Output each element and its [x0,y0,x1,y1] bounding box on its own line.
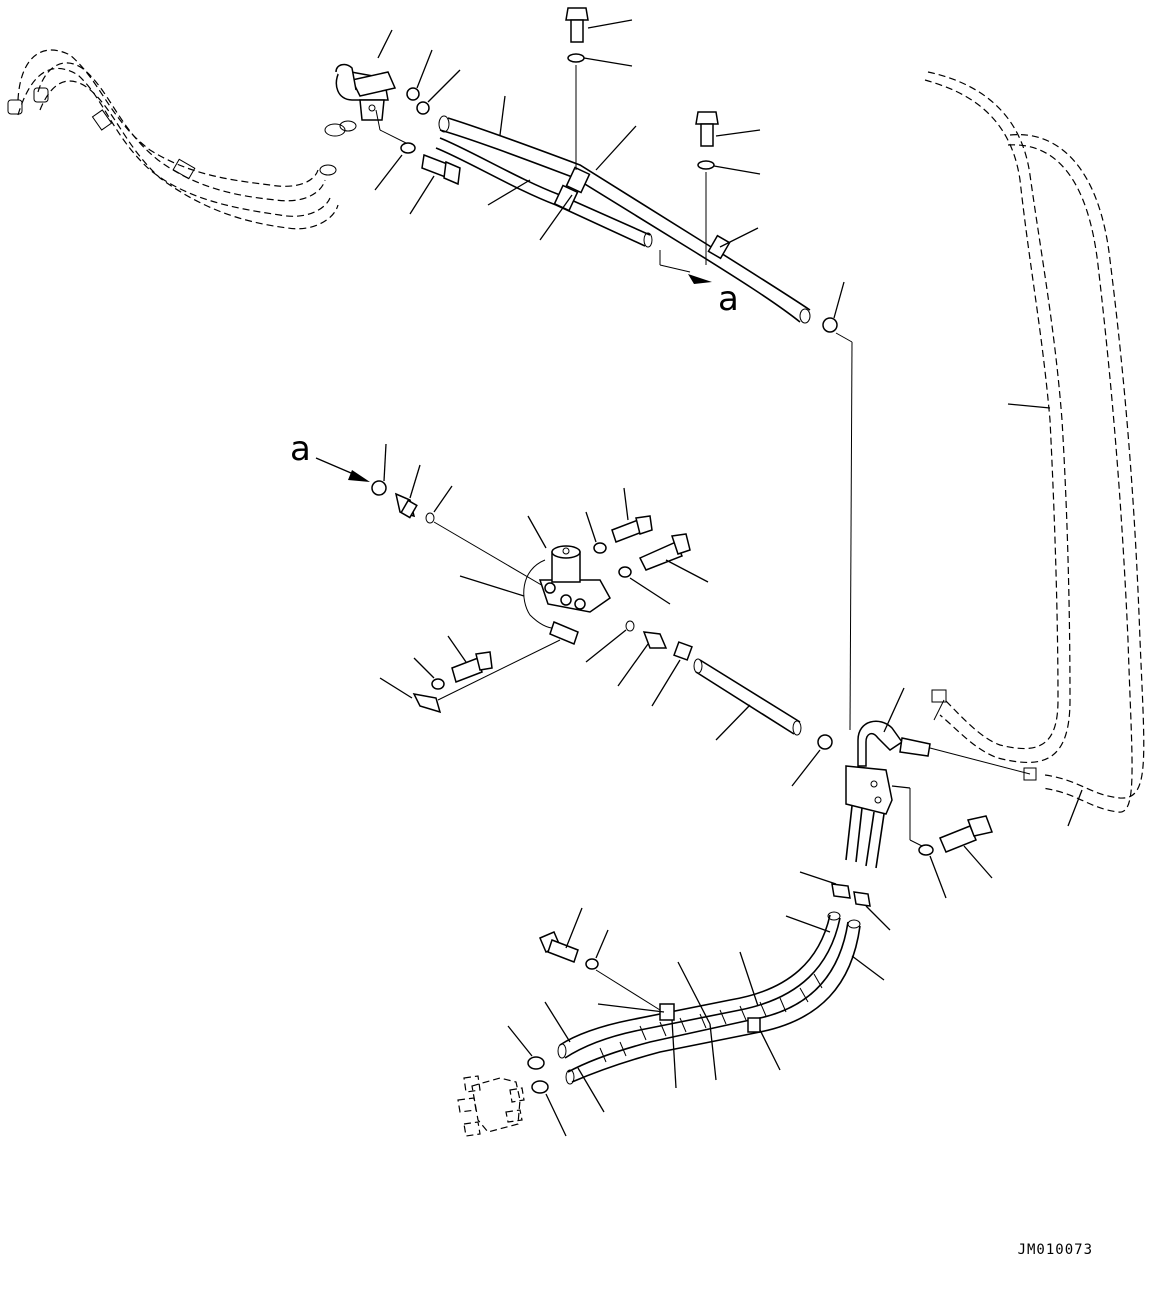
washer-bolt-lower-right [918,815,994,899]
clamp-pair-lower-left [507,1025,567,1137]
lower-hose-pair [544,911,885,1113]
clamp-pair-lower-right [799,871,891,931]
elbow-bracket-upper [335,29,411,146]
bolt-washer-upper-right [695,111,761,265]
washer-bolt-upper-left [374,142,461,215]
upper-hose-pair [435,95,811,324]
hose-clamp-upper [406,49,461,115]
valve-block-right [791,687,1031,869]
washer-bolt-center-left-lower [379,635,493,714]
view-marker-center: a [290,429,311,469]
washer-bolt-lower-left [539,907,661,1011]
phantom-valve-block-lower-left [457,1075,525,1137]
phantom-hose-upper-left [7,49,357,230]
solenoid-valve [437,515,611,701]
view-marker-upper: a [718,279,739,319]
washer-bolt-center-right [585,487,709,605]
drawing-code: JM010073 [1017,1242,1093,1258]
hose-clamp-upper-right [822,281,853,731]
hose-center [693,658,802,741]
bolt-washer-upper-center [565,7,633,170]
clamp-fitting-center-left [371,443,551,591]
view-a-arrow [315,457,370,482]
oring-fitting-center-lower [585,620,693,707]
phantom-hose-right [924,71,1145,827]
